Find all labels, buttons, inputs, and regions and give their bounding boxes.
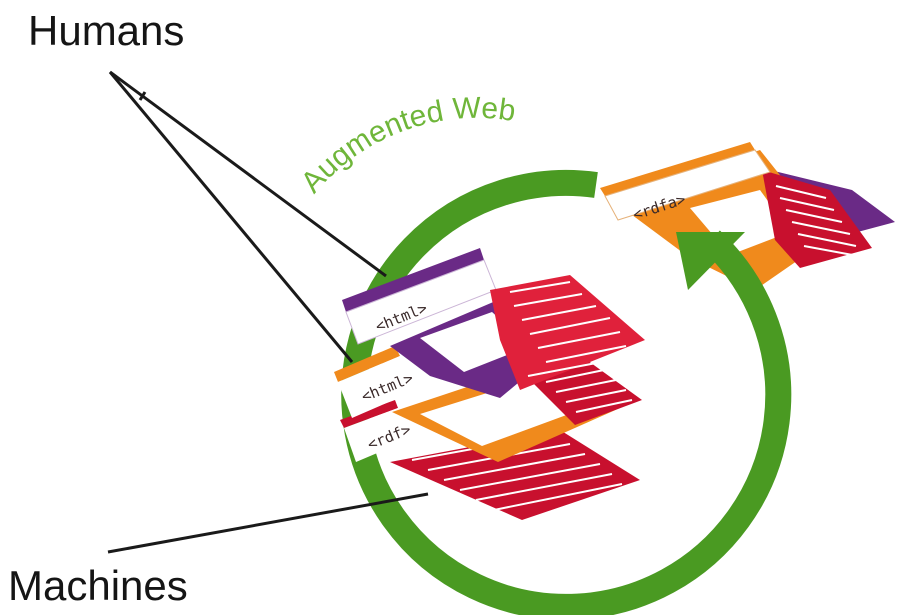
machines-label: Machines (8, 562, 188, 609)
humans-pointer-lines (108, 70, 387, 363)
purple-top-bar (342, 248, 484, 312)
ring-arrowhead (676, 232, 745, 290)
rdf-top-bar (340, 400, 398, 428)
machines-pointer-line (107, 492, 429, 554)
humans-line-to-orange (108, 71, 354, 363)
rdfa-white-window (690, 190, 790, 255)
rdf-header-strip (344, 408, 408, 462)
purple-text-lines (509, 281, 627, 377)
html-purple-layer: <html> (342, 248, 645, 398)
rdfa-top-bar (600, 142, 755, 196)
rdfa-header-strip (604, 149, 771, 221)
humans-line-to-purple (109, 70, 387, 278)
orange-top-bar (334, 346, 400, 382)
rdfa-document-stack: <rdfa> (600, 142, 895, 290)
rdfa-text-lines (775, 185, 859, 257)
orange-header-strip (338, 356, 412, 418)
ring-title: Augmented Web (295, 91, 518, 199)
orange-window (420, 378, 580, 446)
ring-title-path: Augmented Web (295, 91, 518, 199)
humans-label: Humans (28, 7, 184, 54)
ring-arc (341, 169, 792, 615)
humans-line-branch (138, 91, 147, 101)
augmented-web-ring (341, 169, 792, 615)
